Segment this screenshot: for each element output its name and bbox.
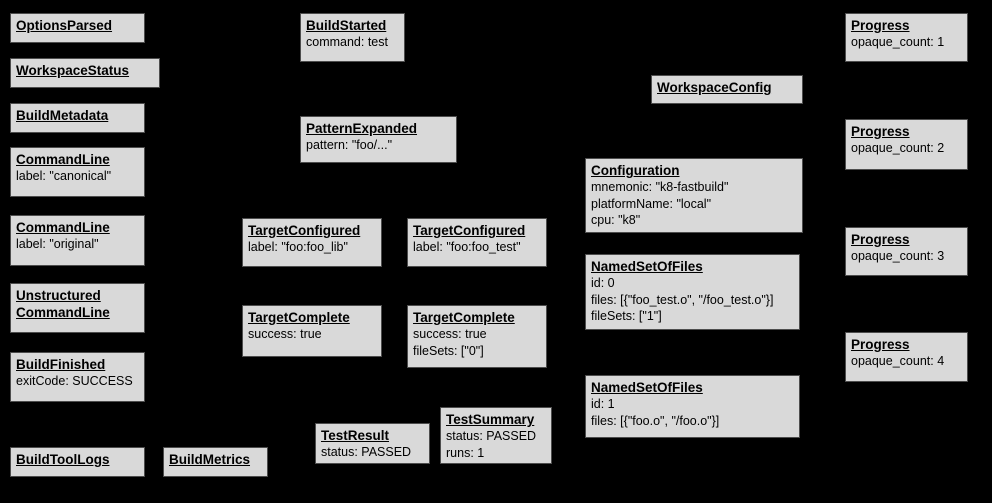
event-title: TargetConfigured (413, 223, 526, 238)
event-box-configuration: Configuration mnemonic: "k8-fastbuild" pla… (585, 158, 803, 233)
event-box-test-summary: TestSummary status: PASSED runs: 1 (440, 407, 552, 464)
event-field: runs: 1 (446, 445, 485, 460)
event-field: success: true (413, 327, 487, 341)
event-title: OptionsParsed (16, 18, 113, 33)
event-field: id: 1 (591, 397, 615, 411)
event-field: command: test (306, 35, 388, 49)
event-box-target-configured-foo-test: TargetConfigured label: "foo:foo_test" (407, 218, 547, 267)
event-title: Unstructured CommandLine (16, 288, 110, 320)
event-field: status: PASSED (446, 429, 537, 443)
event-box-build-metrics: BuildMetrics (163, 447, 268, 477)
event-field: opaque_count: 3 (851, 249, 945, 263)
event-field: label: "foo:foo_test" (413, 240, 521, 254)
event-field: cpu: "k8" (591, 213, 641, 227)
event-title: TargetComplete (248, 310, 350, 325)
event-title: WorkspaceConfig (657, 80, 772, 95)
event-box-progress-2: Progress opaque_count: 2 (845, 119, 968, 170)
event-box-workspace-config: WorkspaceConfig (651, 75, 803, 104)
event-box-unstructured-command-line: Unstructured CommandLine (10, 283, 145, 333)
event-title: Progress (851, 124, 910, 139)
event-title: Progress (851, 337, 910, 352)
event-box-progress-1: Progress opaque_count: 1 (845, 13, 968, 62)
event-title: Configuration (591, 163, 680, 178)
event-box-workspace-status: WorkspaceStatus (10, 58, 160, 88)
event-title: CommandLine (16, 220, 110, 235)
event-field: label: "foo:foo_lib" (248, 240, 348, 254)
event-title: WorkspaceStatus (16, 63, 130, 78)
event-box-target-configured-foo-lib: TargetConfigured label: "foo:foo_lib" (242, 218, 382, 267)
event-box-target-complete-foo-test: TargetComplete success: true fileSets: ["0… (407, 305, 547, 368)
event-field: label: "canonical" (16, 169, 112, 183)
event-title: PatternExpanded (306, 121, 418, 136)
event-title: BuildToolLogs (16, 452, 110, 467)
event-field: id: 0 (591, 276, 615, 290)
event-title: TestResult (321, 428, 390, 443)
event-field: opaque_count: 4 (851, 354, 945, 368)
event-field: label: "original" (16, 237, 99, 251)
event-box-named-set-of-files-0: NamedSetOfFiles id: 0 files: [{"foo_test.o… (585, 254, 800, 330)
event-box-pattern-expanded: PatternExpanded pattern: "foo/..." (300, 116, 457, 163)
event-field: success: true (248, 327, 322, 341)
event-box-build-metadata: BuildMetadata (10, 103, 145, 133)
event-title: Progress (851, 232, 910, 247)
event-field: opaque_count: 2 (851, 141, 945, 155)
event-box-test-result: TestResult status: PASSED (315, 423, 430, 464)
event-title: BuildMetadata (16, 108, 109, 123)
event-field: files: [{"foo_test.o", "/foo_test.o"}] (591, 292, 774, 307)
event-box-command-line-canonical: CommandLine label: "canonical" (10, 147, 145, 197)
event-title: BuildStarted (306, 18, 387, 33)
event-box-target-complete-foo-lib: TargetComplete success: true (242, 305, 382, 357)
event-box-command-line-original: CommandLine label: "original" (10, 215, 145, 266)
event-field: opaque_count: 1 (851, 35, 945, 49)
event-title: TestSummary (446, 412, 535, 427)
event-field: pattern: "foo/..." (306, 138, 393, 152)
event-box-build-started: BuildStarted command: test (300, 13, 405, 62)
event-box-progress-3: Progress opaque_count: 3 (845, 227, 968, 276)
event-box-build-tool-logs: BuildToolLogs (10, 447, 145, 477)
event-field: mnemonic: "k8-fastbuild" (591, 180, 729, 194)
event-field: fileSets: ["1"] (591, 309, 662, 323)
event-box-options-parsed: OptionsParsed (10, 13, 145, 43)
event-field: platformName: "local" (591, 196, 712, 211)
event-box-build-finished: BuildFinished exitCode: SUCCESS (10, 352, 145, 402)
event-title: TargetConfigured (248, 223, 361, 238)
event-field: status: PASSED (321, 445, 412, 459)
event-field: fileSets: ["0"] (413, 343, 484, 358)
event-title: CommandLine (16, 152, 110, 167)
event-title: BuildMetrics (169, 452, 251, 467)
event-title: NamedSetOfFiles (591, 380, 703, 395)
event-field: exitCode: SUCCESS (16, 374, 133, 388)
event-box-progress-4: Progress opaque_count: 4 (845, 332, 968, 382)
event-field: files: [{"foo.o", "/foo.o"}] (591, 413, 720, 428)
event-box-named-set-of-files-1: NamedSetOfFiles id: 1 files: [{"foo.o", "/… (585, 375, 800, 438)
event-title: BuildFinished (16, 357, 106, 372)
event-title: TargetComplete (413, 310, 515, 325)
event-title: NamedSetOfFiles (591, 259, 703, 274)
event-title: Progress (851, 18, 910, 33)
